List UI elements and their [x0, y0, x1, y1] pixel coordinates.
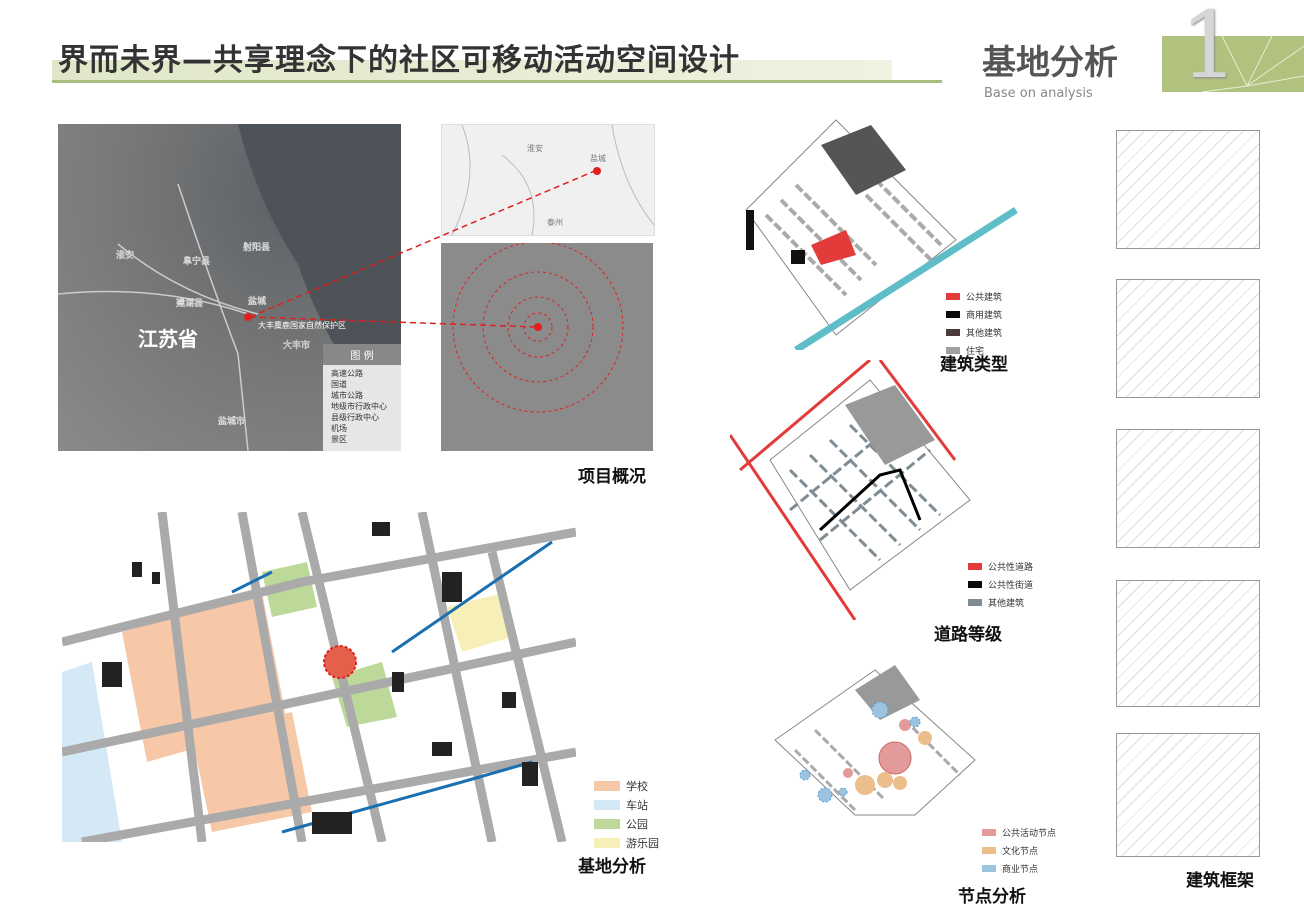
city-label: 淮安	[116, 249, 134, 261]
legend-item: 地级市行政中心	[331, 402, 387, 411]
legend-item: 景区	[331, 435, 347, 444]
city-label: 泰州	[547, 217, 563, 227]
building-type-diagram	[745, 119, 1018, 350]
site-caption: 基地分析	[578, 857, 646, 877]
map-legend: 图 例 高速公路 国道 城市公路 地级市行政中心 县级行政中心 机场 景区	[323, 344, 401, 451]
framework-view-4	[1116, 580, 1260, 707]
legend-item: 公共性街道	[968, 578, 1033, 591]
city-label: 盐城	[248, 295, 266, 307]
section-number-box	[1162, 36, 1304, 92]
city-label: 射阳县	[243, 241, 270, 253]
road-level-legend: 公共性道路 公共性街道 其他建筑	[968, 560, 1033, 614]
legend-item: 学校	[594, 778, 659, 794]
city-satellite-map	[441, 243, 653, 451]
legend-item: 文化节点	[982, 844, 1056, 857]
framework-view-3	[1116, 429, 1260, 548]
framework-view-5	[1116, 733, 1260, 857]
site-legend: 学校 车站 公园 游乐园	[594, 778, 659, 854]
connector-lines	[249, 169, 598, 328]
city-label: 大丰市	[283, 339, 310, 351]
overview-caption: 项目概况	[578, 467, 646, 487]
legend-item: 公共建筑	[946, 290, 1002, 303]
legend-item: 车站	[594, 797, 659, 813]
legend-item: 其他建筑	[946, 326, 1002, 339]
legend-item: 县级行政中心	[331, 413, 379, 422]
legend-item: 城市公路	[331, 391, 363, 400]
province-label: 江苏省	[138, 327, 198, 351]
road-level-caption: 道路等级	[934, 625, 1002, 645]
node-caption: 节点分析	[958, 887, 1026, 907]
road-level-diagram	[730, 360, 971, 620]
section-number: 1	[1180, 0, 1239, 99]
section-title: 基地分析	[982, 43, 1118, 83]
building-type-caption: 建筑类型	[940, 355, 1008, 375]
framework-caption: 建筑框架	[1186, 871, 1254, 891]
site-analysis-map	[62, 512, 576, 842]
province-inset-map: 淮安 盐城 泰州	[441, 124, 655, 236]
reserve-label: 大丰麋鹿国家自然保护区	[258, 320, 346, 330]
city-label: 阜宁县	[183, 255, 210, 267]
city-label: 盐城市	[218, 415, 245, 427]
node-legend: 公共活动节点 文化节点 商业节点	[982, 826, 1056, 880]
legend-item: 游乐园	[594, 835, 659, 851]
legend-item: 其他建筑	[968, 596, 1033, 609]
page-title: 界而未界—共享理念下的社区可移动活动空间设计	[58, 43, 740, 78]
legend-item: 公园	[594, 816, 659, 832]
legend-item: 商业节点	[982, 862, 1056, 875]
legend-item: 高速公路	[331, 369, 363, 378]
legend-item: 住宅	[946, 344, 1002, 357]
building-type-legend: 公共建筑 商用建筑 其他建筑 住宅	[946, 290, 1002, 362]
title-underline	[52, 80, 942, 83]
legend-item: 国道	[331, 380, 347, 389]
legend-item: 商用建筑	[946, 308, 1002, 321]
section-subtitle: Base on analysis	[984, 86, 1093, 101]
city-label: 建湖县	[176, 297, 203, 309]
framework-view-1	[1116, 130, 1260, 249]
legend-item: 公共活动节点	[982, 826, 1056, 839]
title-band	[52, 60, 892, 82]
framework-view-2	[1116, 279, 1260, 398]
legend-title: 图 例	[323, 344, 401, 365]
node-analysis-diagram	[774, 665, 976, 816]
legend-item: 公共性道路	[968, 560, 1033, 573]
regional-satellite-map: 淮安 阜宁县 射阳县 盐城 大丰市 建湖县 盐城市 江苏省 大丰麋鹿国家自然保护…	[58, 124, 401, 451]
city-label: 淮安	[527, 143, 543, 153]
legend-item: 机场	[331, 424, 347, 433]
city-label: 盐城	[590, 153, 606, 163]
